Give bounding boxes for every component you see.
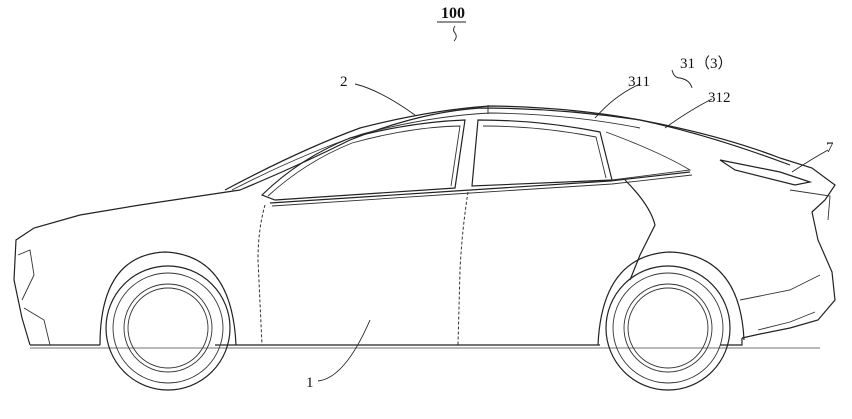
- figure-reference-100: 100: [441, 5, 465, 22]
- label-31-3: 31（3）: [680, 55, 733, 72]
- leader-line-312: [664, 98, 713, 129]
- car-body-outline: [13, 107, 836, 346]
- front-bumper: [17, 249, 51, 346]
- label-2: 2: [340, 74, 348, 90]
- label-1: 1: [306, 375, 314, 391]
- leader-line-7: [791, 149, 829, 173]
- figure-reference-squiggle: [453, 25, 457, 42]
- side-windows: [260, 119, 692, 201]
- leader-line-2: [354, 83, 416, 116]
- rear-wheel: [597, 251, 745, 391]
- leader-line-311: [594, 83, 641, 119]
- rear-bumper: [739, 274, 821, 331]
- roof-rail: [224, 105, 791, 191]
- label-311: 311: [628, 74, 650, 90]
- label-7: 7: [826, 140, 834, 156]
- belt-line-inner: [271, 174, 693, 207]
- belt-line: [269, 171, 691, 204]
- rear-spoiler: [719, 159, 831, 221]
- front-wheel: [99, 251, 237, 391]
- label-312: 312: [708, 90, 731, 106]
- group-brace: [671, 69, 693, 89]
- leader-line-1: [317, 319, 371, 382]
- door-seams: [257, 179, 656, 346]
